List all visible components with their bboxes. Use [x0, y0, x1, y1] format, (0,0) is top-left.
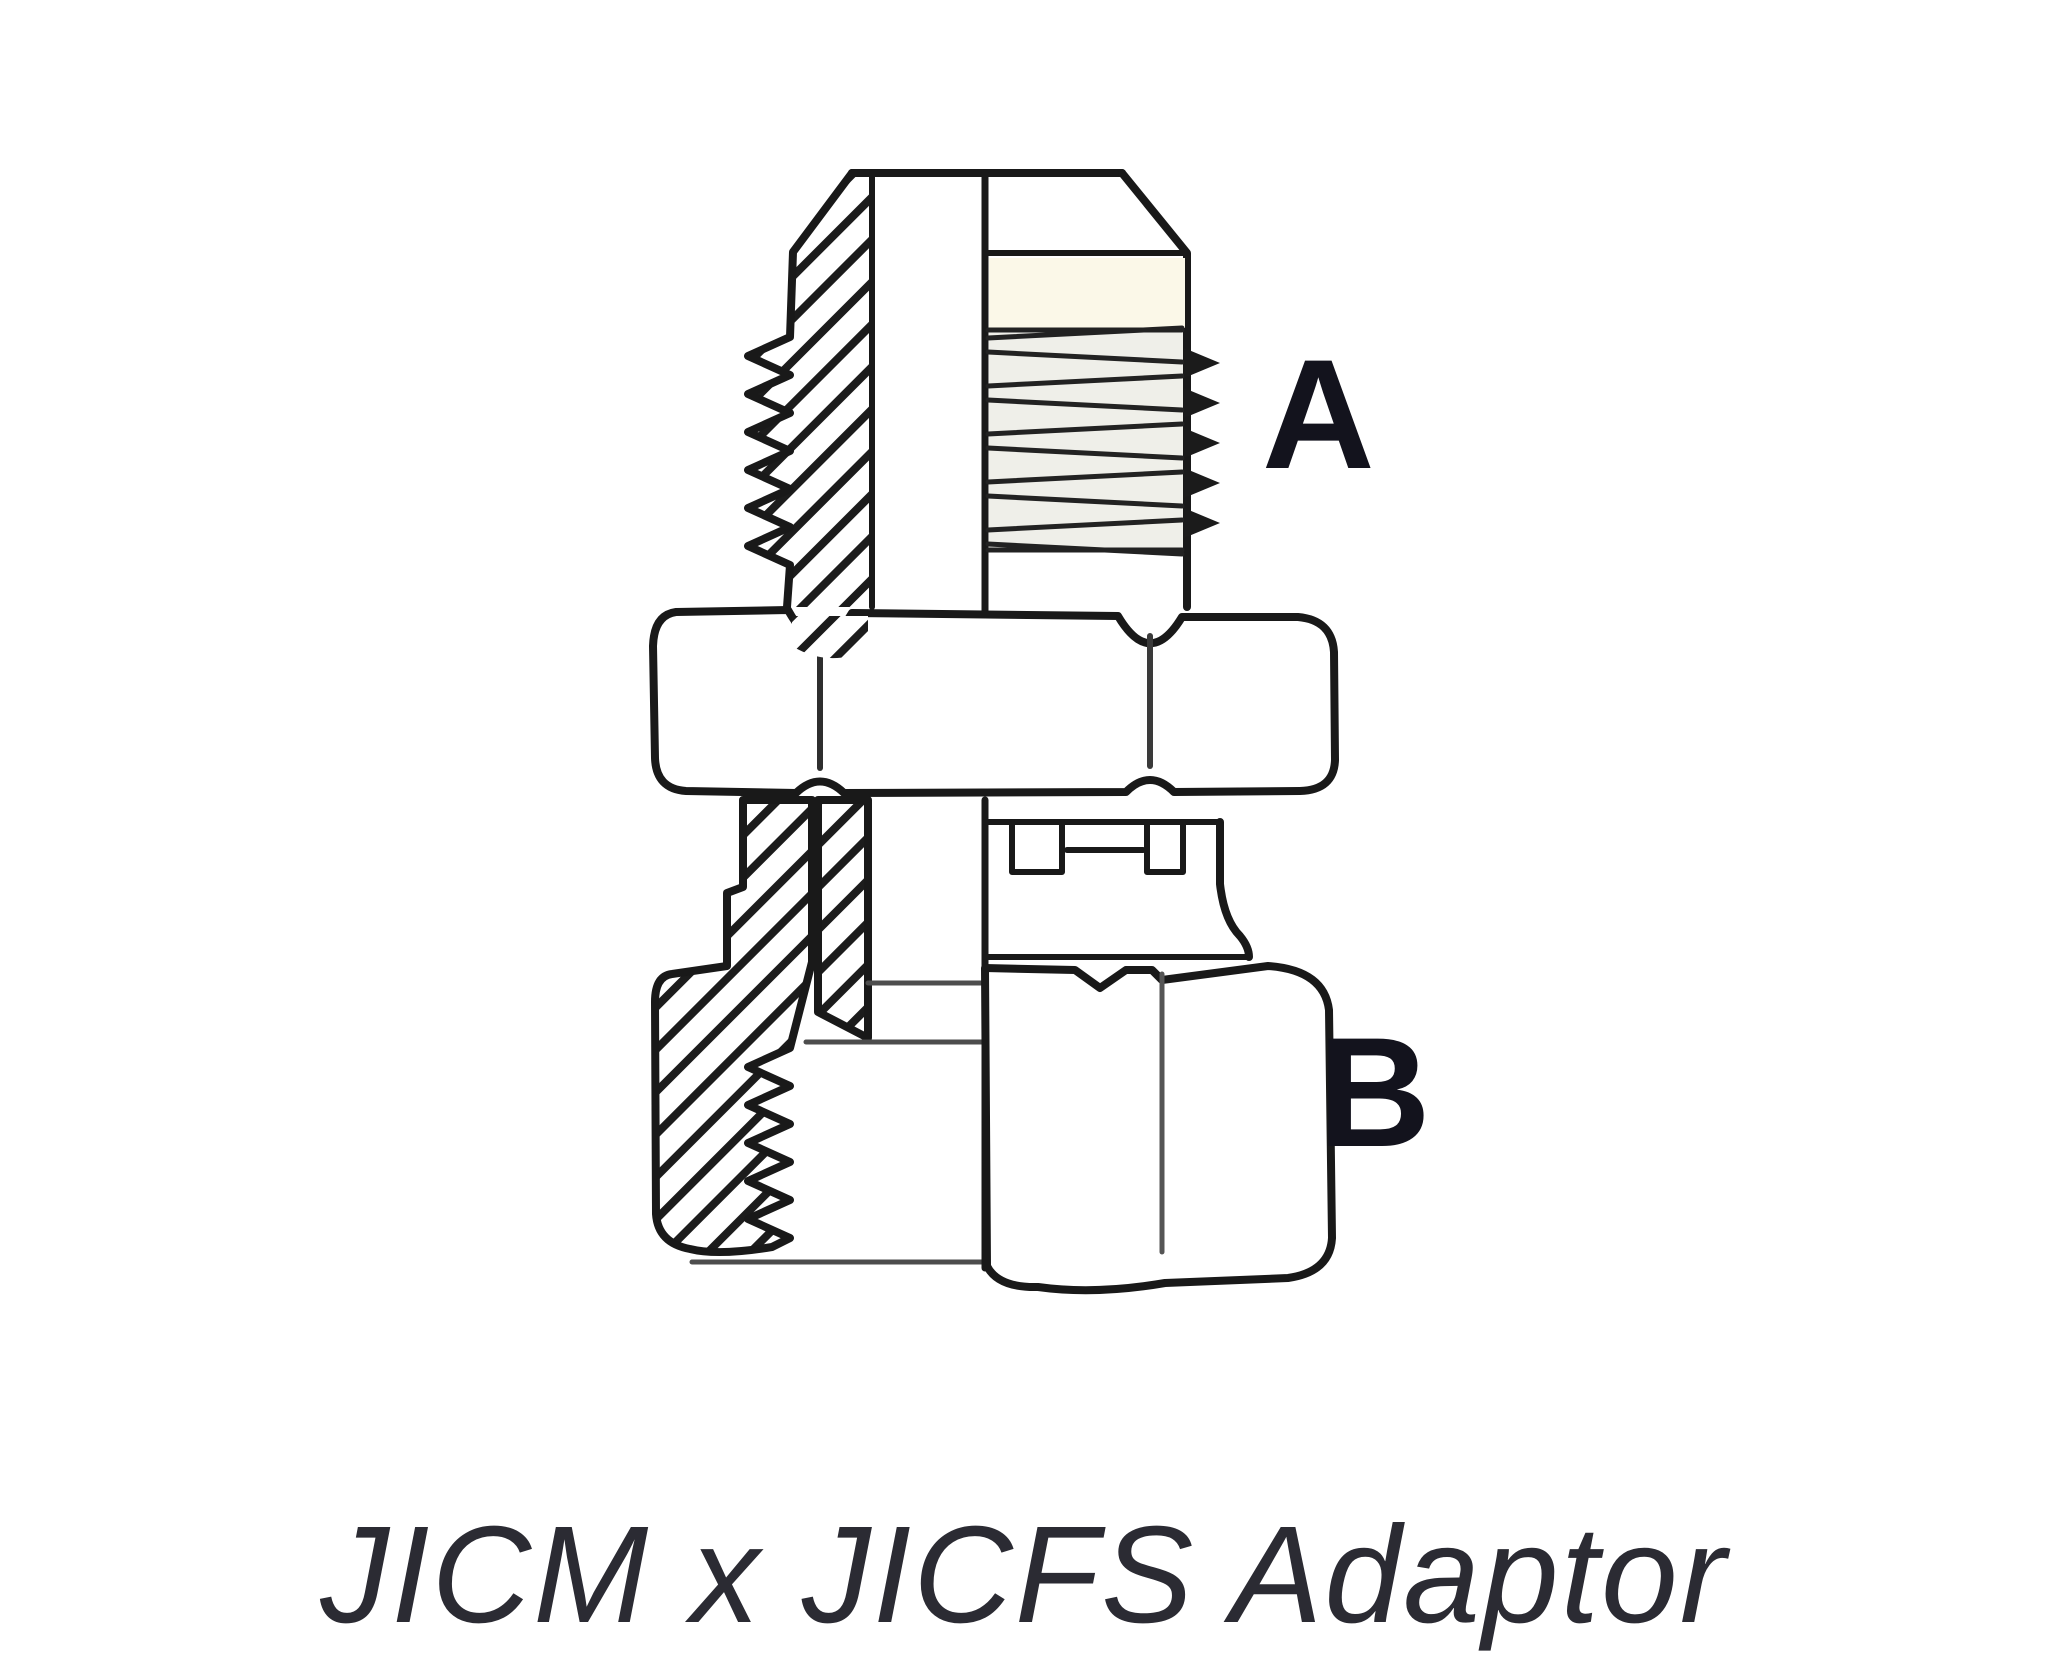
collar-shoulder-curve: [1216, 818, 1253, 961]
swivel-section-hatch: [651, 796, 816, 1257]
male-section-hatch: [748, 173, 872, 607]
label-a: A: [1262, 328, 1375, 502]
thread-zone-shade: [989, 330, 1183, 550]
hex-top-hatch-patch: [792, 616, 868, 659]
male-thread-lines: [985, 325, 1185, 557]
thread-zone-tint: [989, 258, 1185, 328]
swivel-nut-body: [981, 962, 1336, 1295]
male-jic-section: [744, 169, 1220, 634]
swivel-sleeve-hatch: [814, 796, 872, 1042]
female-swivel-section: [651, 796, 1336, 1295]
male-thread-points: [1184, 348, 1220, 538]
hex-nut-body: [649, 606, 1339, 797]
label-b: B: [1318, 1006, 1431, 1180]
figure-caption: JICM x JICFS Adaptor: [319, 1498, 1731, 1652]
collar-slots: [1009, 819, 1186, 875]
hex-nut: [649, 606, 1339, 797]
male-left-outline: [744, 169, 856, 611]
